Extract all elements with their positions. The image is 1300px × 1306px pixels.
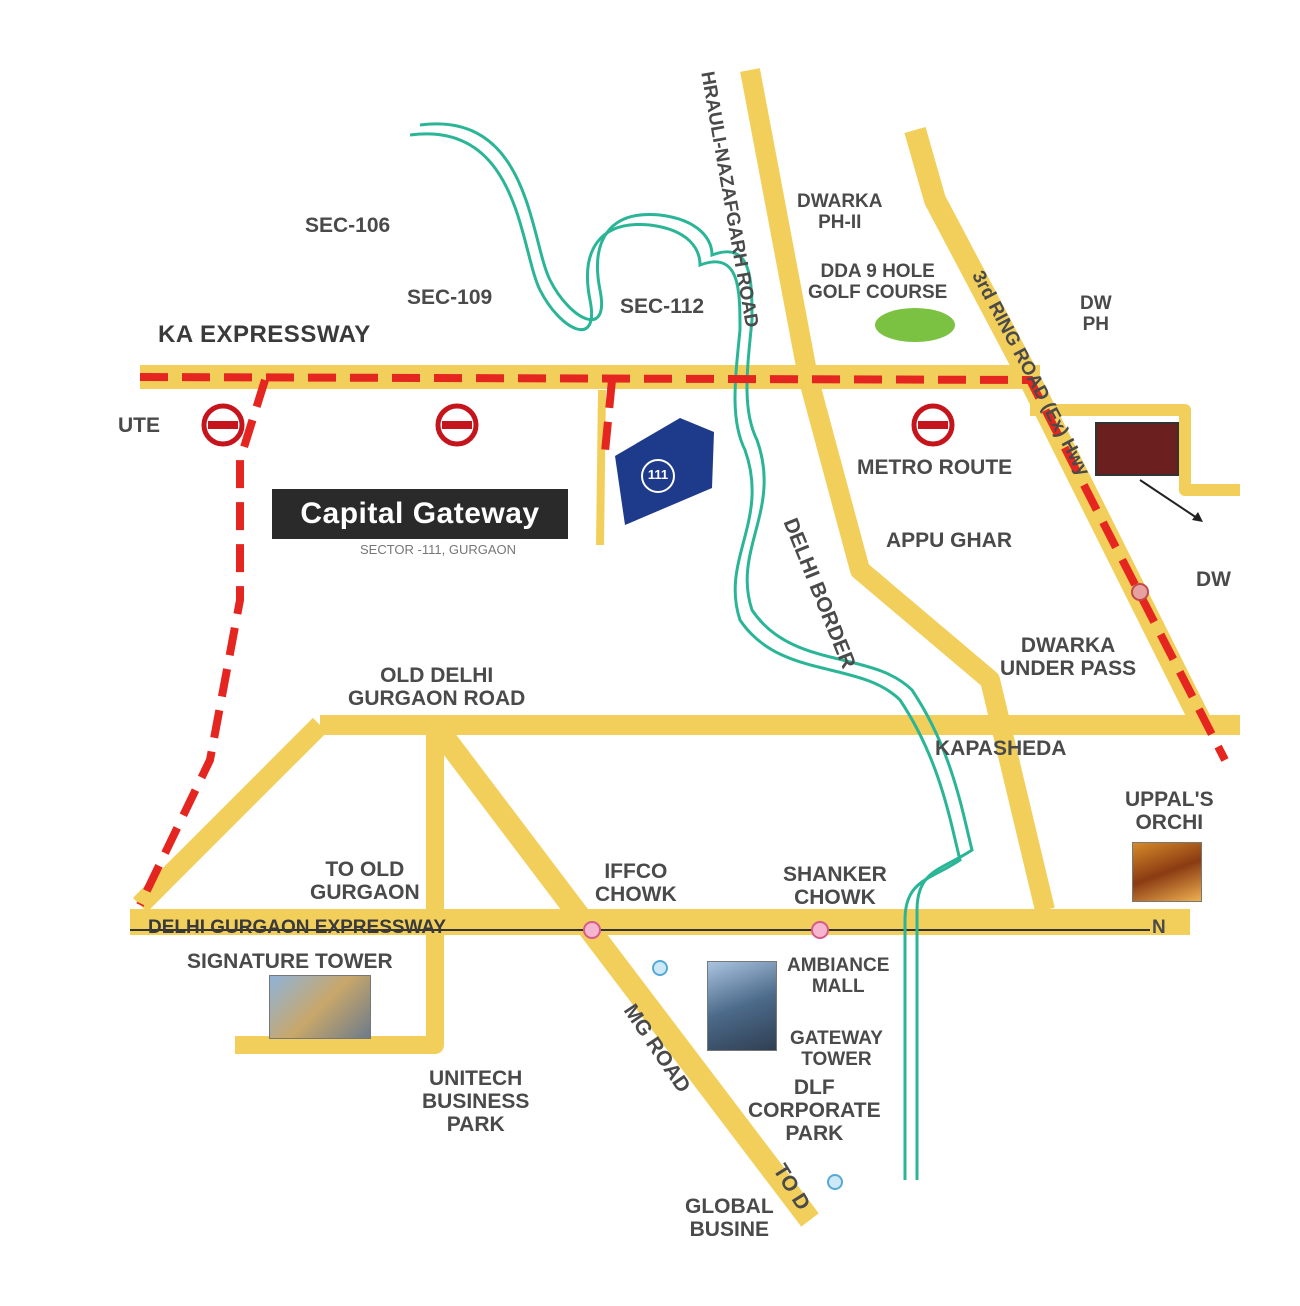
label-dwarka-expressway: KA EXPRESSWAY: [158, 321, 371, 348]
label-kapasheda: KAPASHEDA: [935, 737, 1067, 760]
label-sec106: SEC-106: [305, 214, 391, 237]
toll-shanker: [811, 921, 829, 939]
metro-line-spur: [600, 379, 616, 463]
label-metro-route: METRO ROUTE: [857, 456, 1013, 479]
label-signature-tower: SIGNATURE TOWER: [187, 950, 393, 973]
project-marker-number: 111: [647, 467, 669, 482]
location-pin-icon: [615, 418, 714, 525]
toll-iffco: [583, 921, 601, 939]
uppals-orchid-photo: [1132, 842, 1202, 902]
map-canvas: [130, 68, 1240, 1227]
project-sector: SECTOR -111, GURGAON: [360, 542, 517, 557]
metro-station-icon: [201, 403, 245, 447]
road-mehrauli-najafgarh: [740, 68, 1055, 913]
metro-line-left: [136, 378, 269, 907]
signature-tower-photo: [269, 975, 371, 1039]
label-dda-golf: DDA 9 HOLE GOLF COURSE: [808, 261, 948, 303]
label-dwarka-ph2: DWARKA PH-II: [797, 191, 883, 233]
metro-station-icon: [911, 403, 955, 447]
road-third-ring: [904, 126, 1210, 725]
label-sec112: SEC-112: [620, 295, 705, 318]
map-circle: Capital Gateway SECTOR -111, GURGAON 111…: [30, 30, 1270, 1270]
label-nh-right: N: [1152, 917, 1166, 938]
label-delhi-gurgaon-expressway: DELHI GURGAON EXPRESSWAY: [148, 917, 447, 938]
label-old-delhi-gurgaon-road: OLD DELHI GURGAON ROAD: [348, 664, 526, 711]
label-iffco-chowk: IFFCO CHOWK: [595, 860, 677, 907]
metro-station-icon: [435, 403, 479, 447]
label-dw-right: DW: [1196, 568, 1231, 591]
river: [409, 132, 962, 1180]
metro-line-main: [139, 373, 1229, 762]
label-shanker-chowk: SHANKER CHOWK: [783, 863, 887, 910]
label-ambiance-mall: AMBIANCE MALL: [787, 955, 890, 997]
label-uppals-orchid: UPPAL'S ORCHI: [1125, 788, 1214, 835]
label-dlf-corporate-park: DLF CORPORATE PARK: [748, 1076, 881, 1146]
golf-course-shape: [875, 308, 955, 342]
label-dwarka-underpass: DWARKA UNDER PASS: [1000, 634, 1137, 681]
label-route-left: UTE: [118, 414, 160, 437]
label-global-business: GLOBAL BUSINE: [685, 1195, 774, 1242]
project-name: Capital Gateway: [272, 489, 568, 539]
label-sec109: SEC-109: [407, 286, 493, 309]
label-dwarka-ph-right: DW PH: [1080, 293, 1112, 335]
ambiance-mall-photo: [707, 961, 777, 1051]
bus-icon: [1095, 422, 1179, 476]
label-gateway-tower: GATEWAY TOWER: [790, 1028, 883, 1070]
label-appu-ghar: APPU GHAR: [886, 529, 1013, 552]
label-to-old-gurgaon: TO OLD GURGAON: [310, 858, 420, 905]
label-unitech-business-park: UNITECH BUSINESS PARK: [422, 1067, 530, 1137]
